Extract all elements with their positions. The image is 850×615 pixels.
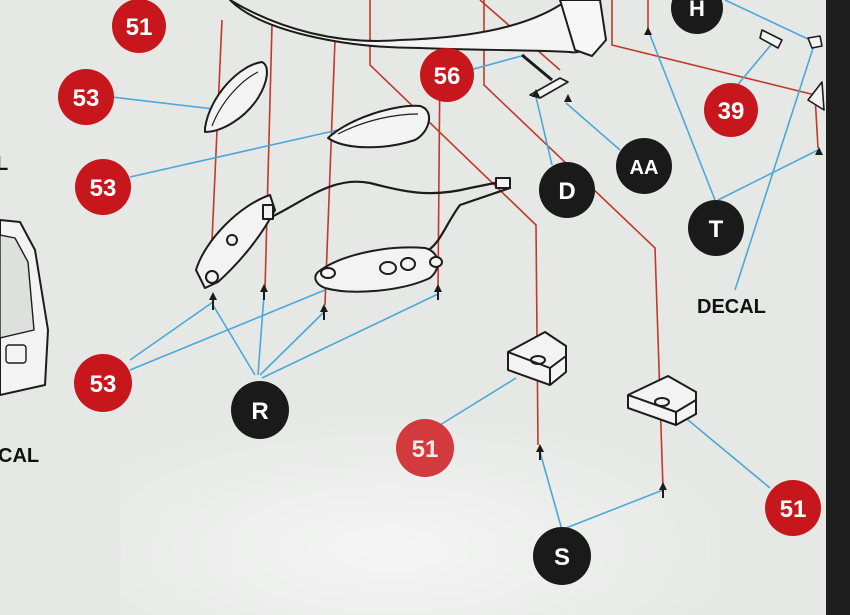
svg-text:R: R <box>251 398 268 425</box>
badge-H: H <box>671 0 723 34</box>
svg-text:39: 39 <box>718 98 745 125</box>
badge-39: 39 <box>704 83 758 137</box>
svg-text:D: D <box>558 178 575 205</box>
pin-part <box>521 53 553 82</box>
badge-53-c: 53 <box>74 354 132 412</box>
lens-part-large <box>327 104 430 149</box>
badge-51-mid: 51 <box>396 419 454 477</box>
badge-D: D <box>539 162 595 218</box>
badge-S: S <box>533 527 591 585</box>
blue-leader-lines <box>111 0 819 531</box>
wire-harness-part <box>264 179 512 253</box>
edge-letter-left: L <box>0 153 8 175</box>
decal-label-right: DECAL <box>697 296 766 318</box>
black-badges: H AA D T R S <box>231 0 744 585</box>
svg-text:51: 51 <box>126 14 153 41</box>
badge-AA: AA <box>616 138 672 194</box>
screws <box>209 27 823 498</box>
badge-R: R <box>231 381 289 439</box>
mount-block-right <box>627 375 697 426</box>
svg-text:51: 51 <box>412 436 439 463</box>
svg-text:S: S <box>554 544 570 571</box>
badge-53-a: 53 <box>58 69 114 125</box>
badge-56: 56 <box>420 48 474 102</box>
svg-text:56: 56 <box>434 63 461 90</box>
decal-label-left: CAL <box>0 445 39 467</box>
svg-text:H: H <box>689 0 705 21</box>
svg-text:53: 53 <box>90 371 117 398</box>
right-dark-edge <box>826 0 850 615</box>
shell-fender <box>559 0 607 57</box>
badge-51-top: 51 <box>112 0 166 53</box>
badge-T: T <box>688 200 744 256</box>
svg-text:AA: AA <box>630 157 659 179</box>
svg-text:53: 53 <box>90 175 117 202</box>
svg-text:51: 51 <box>780 496 807 523</box>
badge-51-right: 51 <box>765 480 821 536</box>
badge-53-b: 53 <box>75 159 131 215</box>
lens-part-small <box>204 61 268 133</box>
parts <box>0 0 825 426</box>
svg-text:53: 53 <box>73 85 100 112</box>
paper-glare <box>120 380 720 615</box>
svg-text:T: T <box>709 216 724 243</box>
mount-block-left <box>507 331 567 386</box>
red-badges: 51 53 53 53 56 39 51 51 <box>58 0 821 536</box>
hinge-part <box>759 29 783 49</box>
